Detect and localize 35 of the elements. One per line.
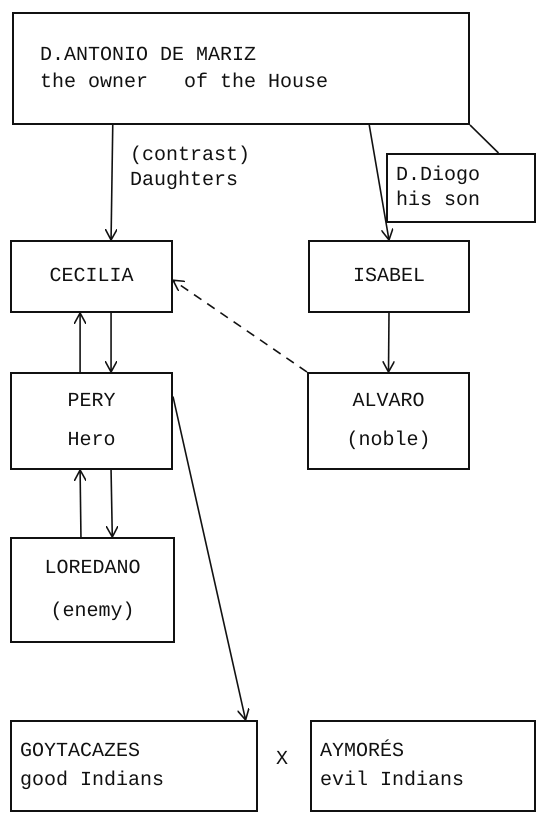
name-box <box>386 153 536 223</box>
dashed-arrow <box>172 279 308 373</box>
connector-line <box>469 124 500 154</box>
node-title: PERY <box>67 389 116 414</box>
node-title: D.Diogo his son <box>396 163 482 213</box>
name-box <box>308 240 470 313</box>
name-box <box>10 720 258 812</box>
name-box <box>10 240 173 313</box>
arrow <box>73 469 88 538</box>
arrow <box>104 124 118 241</box>
node-title: AYMORÉS <box>320 739 404 764</box>
node-subtitle: good Indians <box>20 768 164 793</box>
node-title: GOYTACAZES <box>20 739 140 764</box>
arrow <box>368 124 394 241</box>
node-title: CECILIA <box>49 264 134 289</box>
node-title: ISABEL <box>352 264 425 289</box>
node-subtitle: evil Indians <box>320 768 464 793</box>
arrow <box>73 312 87 372</box>
node-subtitle: (enemy) <box>50 599 134 624</box>
name-box <box>10 372 173 470</box>
arrow <box>104 313 118 373</box>
name-box <box>310 720 536 812</box>
node-subtitle: the owner of the House <box>40 70 328 94</box>
node-title: D.ANTONIO DE MARIZ <box>40 42 256 68</box>
arrow <box>105 470 119 538</box>
node-title: ALVARO <box>352 389 424 414</box>
node-subtitle: Hero <box>67 428 116 453</box>
name-box <box>307 372 470 470</box>
versus-mark: X <box>276 748 288 771</box>
node-subtitle: (noble) <box>346 428 430 453</box>
name-box <box>10 537 175 643</box>
arrow <box>382 313 396 373</box>
name-box <box>12 12 470 125</box>
arrow <box>172 396 250 721</box>
node-title: LOREDANO <box>44 556 140 581</box>
